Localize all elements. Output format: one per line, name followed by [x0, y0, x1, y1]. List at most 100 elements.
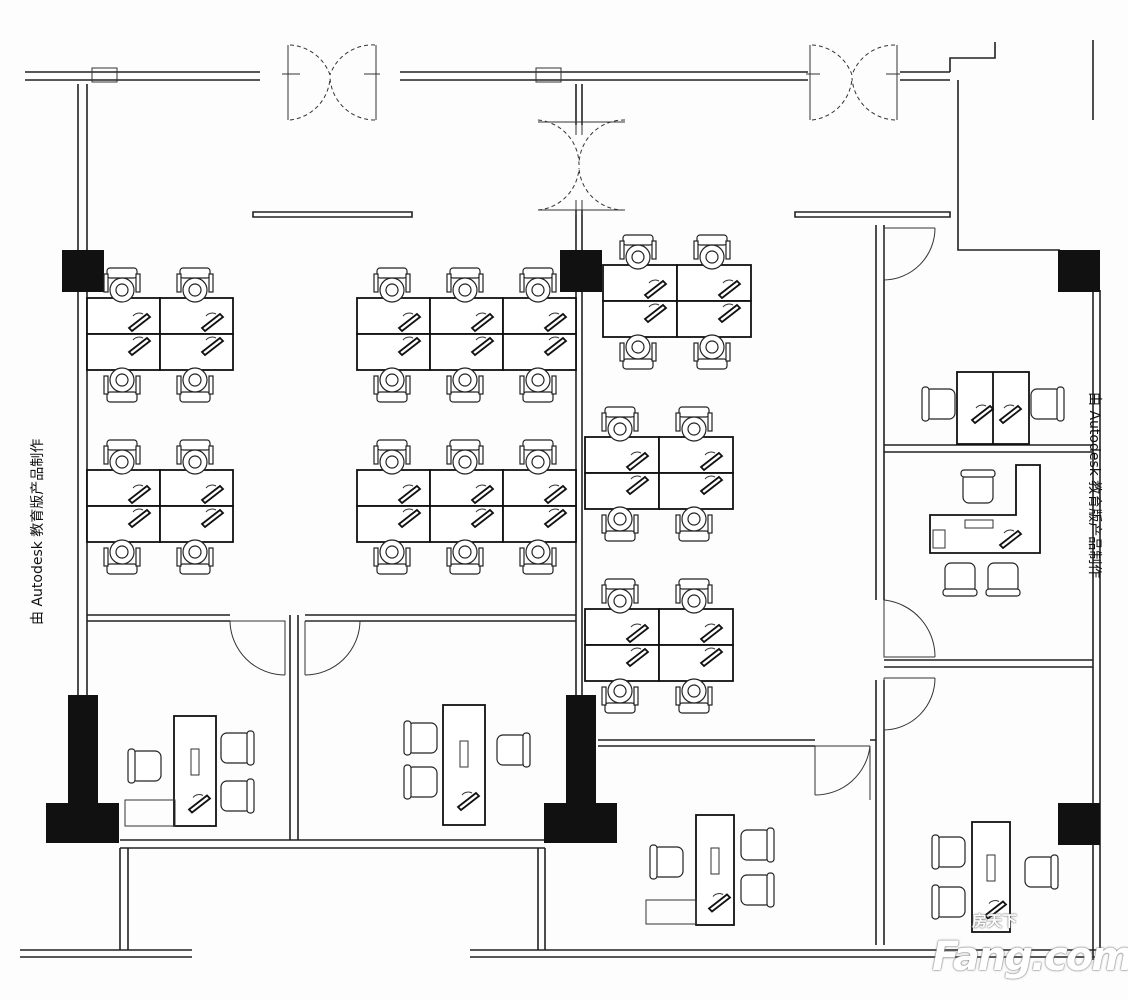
- chair-back-icon: [376, 267, 408, 279]
- office-chair: [931, 834, 966, 870]
- chair-arm-icon: [693, 240, 699, 260]
- monitor-icon: [543, 508, 568, 529]
- person-head-icon: [613, 684, 627, 698]
- chair-arm-icon: [651, 342, 657, 362]
- monitor-icon: [699, 475, 724, 496]
- side-cabinet: [124, 799, 176, 827]
- keyboard-icon: [712, 893, 724, 897]
- chair-arm-icon: [707, 412, 713, 432]
- workstation-chair: [519, 539, 557, 575]
- chair-arm-icon: [446, 375, 452, 395]
- monitor-icon: [397, 336, 422, 357]
- monitor-icon: [127, 508, 152, 529]
- keyboard-icon: [461, 791, 473, 796]
- person-head-icon: [613, 512, 627, 526]
- chair-back-icon: [1050, 854, 1059, 890]
- monitor-icon: [187, 794, 212, 814]
- person-head-icon: [687, 422, 701, 436]
- chair-arm-icon: [478, 445, 484, 465]
- person-head-icon: [531, 545, 545, 559]
- watermark-english: Fang.com: [932, 934, 1128, 980]
- keyboard-icon: [722, 303, 734, 308]
- person-head-icon: [631, 340, 645, 354]
- chair-back-icon: [678, 530, 710, 542]
- chair-arm-icon: [478, 375, 484, 395]
- right-rooms-dividers: [884, 444, 1093, 668]
- person-head-icon: [188, 455, 202, 469]
- keyboard-icon: [548, 484, 560, 489]
- keyboard-icon: [132, 484, 144, 489]
- autodesk-label-right: 由 Autodesk 教育版产品制作: [1086, 392, 1102, 579]
- chair-back-icon: [696, 234, 728, 246]
- chair-arm-icon: [519, 547, 525, 567]
- keyboard-icon: [402, 336, 414, 341]
- chair-arm-icon: [707, 584, 713, 604]
- keyboard-icon: [704, 647, 716, 652]
- person-head-icon: [531, 373, 545, 387]
- chair-back-icon: [622, 234, 654, 246]
- office-chair: [942, 562, 978, 597]
- workstation-chair: [373, 267, 411, 303]
- chair-back-icon: [449, 391, 481, 403]
- office-chair: [220, 778, 255, 814]
- chair-arm-icon: [707, 686, 713, 706]
- structural-column: [1058, 250, 1100, 292]
- keyboard-icon: [132, 336, 144, 341]
- workstation-desk: [658, 644, 734, 682]
- chair-arm-icon: [601, 412, 607, 432]
- right-rooms-wall: [875, 225, 885, 945]
- person-head-icon: [385, 283, 399, 297]
- monitor-icon: [127, 312, 152, 333]
- person-head-icon: [687, 512, 701, 526]
- person-head-icon: [115, 455, 129, 469]
- chair-back-icon: [604, 406, 636, 418]
- doors: [91, 44, 936, 800]
- monitor-icon: [970, 404, 995, 425]
- structural-column: [566, 695, 596, 805]
- monitor-icon: [643, 279, 668, 300]
- monitor-icon: [625, 647, 650, 668]
- person-head-icon: [188, 373, 202, 387]
- workstation-chair: [373, 367, 411, 403]
- chair-back-icon: [604, 578, 636, 590]
- monitor-icon: [699, 647, 724, 668]
- office-chair: [649, 844, 684, 880]
- monitor-icon: [470, 508, 495, 529]
- computer-icon: [710, 847, 720, 875]
- workstation-chair: [693, 234, 731, 270]
- columns: [46, 250, 1100, 845]
- monitor-icon: [200, 508, 225, 529]
- chair-arm-icon: [551, 273, 557, 293]
- workstation-desk: [658, 472, 734, 510]
- office-chair: [220, 730, 255, 766]
- keyboard-icon: [630, 623, 642, 628]
- person-head-icon: [613, 422, 627, 436]
- chair-arm-icon: [633, 686, 639, 706]
- chair-back-icon: [179, 391, 211, 403]
- chair-back-icon: [179, 563, 211, 575]
- person-head-icon: [385, 455, 399, 469]
- door-room-2: [883, 599, 936, 658]
- computer-icon: [459, 740, 469, 768]
- watermark-chinese: 房天下: [972, 912, 1018, 930]
- chair-arm-icon: [551, 445, 557, 465]
- light-fixture: [535, 67, 562, 83]
- chair-back-icon: [604, 530, 636, 542]
- inner-double-door-frame: [538, 120, 625, 215]
- chair-back-icon: [522, 732, 531, 768]
- keyboard-icon: [1003, 529, 1015, 534]
- chair-arm-icon: [373, 273, 379, 293]
- chair-back-icon: [522, 563, 554, 575]
- keyboard-icon: [548, 336, 560, 341]
- workstation-chair: [619, 334, 657, 370]
- workstation-chair: [176, 539, 214, 575]
- corridor-walls: [119, 839, 546, 950]
- person-head-icon: [458, 455, 472, 469]
- chair-arm-icon: [103, 375, 109, 395]
- door-office-1: [229, 620, 286, 676]
- chair-back-icon: [522, 439, 554, 451]
- chair-arm-icon: [675, 514, 681, 534]
- monitor-icon: [983, 900, 1008, 920]
- chair-back-icon: [678, 406, 710, 418]
